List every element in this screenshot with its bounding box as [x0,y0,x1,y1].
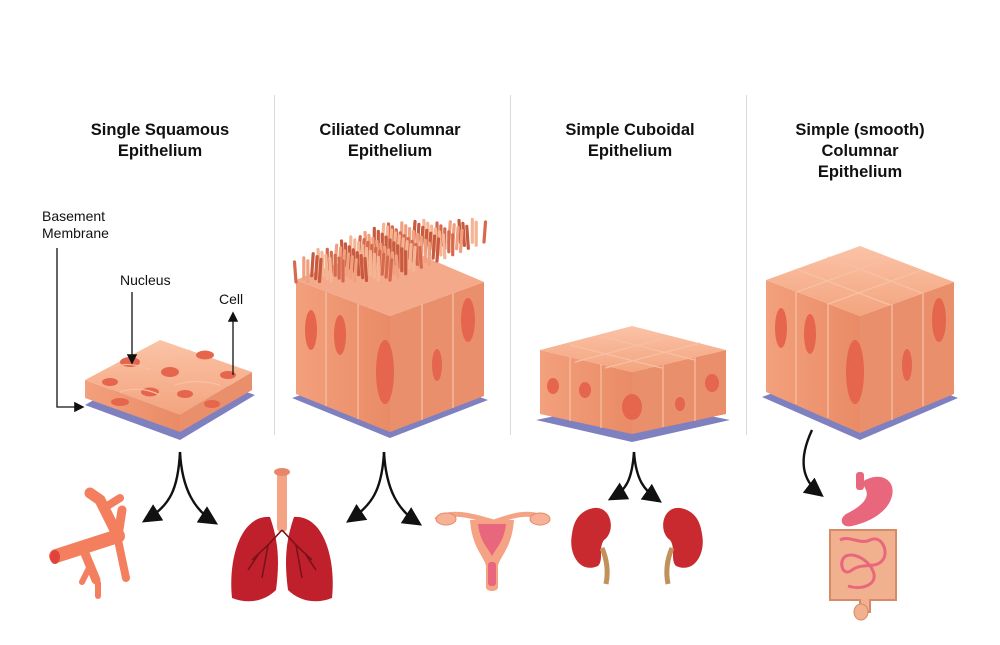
cilia-strands [292,217,488,284]
title-ciliated-line2: Epithelium [347,142,433,160]
arrow-to-kidney-left [607,451,636,501]
kidney-right-icon [663,507,703,585]
ciliated-columnar-tissue [292,242,488,438]
smooth-nuclei [775,298,946,404]
intestines-icon [829,472,897,621]
cilium [482,220,488,244]
label-basement-membrane: Basement Membrane [42,208,109,242]
cilium [353,258,358,283]
annotation-pointers [56,248,239,413]
cilium [437,230,443,257]
title-squamous: Single Squamous Epithelium [60,120,260,162]
blood-vessel-opening [50,550,60,564]
cuboidal-top-face [540,326,726,372]
cilium [380,252,386,276]
cilium [359,254,365,280]
ciliated-nuclei [305,298,475,404]
title-smooth-line3: Epithelium [817,163,903,181]
cilium [411,245,417,273]
title-cuboidal-line2: Epithelium [587,142,673,160]
cilium [455,226,460,251]
ciliated-front-face [296,280,390,432]
label-basement-line2: Membrane [42,225,109,241]
cilium [441,233,447,260]
cilium [349,255,354,280]
cilium [314,255,319,281]
squamous-front-face [85,380,180,432]
cilium [384,255,390,279]
title-smooth-columnar: Simple (smooth) Columnar Epithelium [760,120,960,183]
divider-3 [746,95,747,435]
kidney-left-icon [571,507,611,585]
cilium [435,237,441,263]
lungs-icon [231,468,333,602]
title-squamous-line2: Epithelium [117,142,203,160]
squamous-tissue [85,340,255,440]
title-smooth-line2: Columnar [821,142,899,160]
cilium [328,256,333,283]
label-cell: Cell [219,291,244,307]
arrow-to-blood-vessel [141,451,182,523]
cilium [394,254,400,279]
title-ciliated-line1: Ciliated Columnar [319,121,461,139]
cilium [418,245,423,269]
divider-2 [510,95,511,435]
smooth-top-face [766,246,954,316]
title-cuboidal: Simple Cuboidal Epithelium [530,120,730,162]
title-cuboidal-line1: Simple Cuboidal [565,121,695,139]
cilium [292,260,298,284]
label-nucleus: Nucleus [120,272,171,288]
arrow-to-kidney-right [632,451,662,503]
cilium [431,234,437,260]
smooth-front-face [766,280,860,433]
cilium [324,253,329,280]
cilium [408,243,413,270]
ciliated-cell-borders [325,292,454,420]
cilium [461,221,466,247]
blood-vessel-icon [49,487,130,599]
cilium [363,256,369,283]
cilium [310,252,315,278]
cuboidal-nuclei [547,374,719,420]
uterus-icon [434,511,551,591]
label-basement-line1: Basement [42,208,106,224]
cilium [345,252,350,277]
arrow-to-fallopian [346,451,386,523]
cilium [390,251,396,276]
title-smooth-line1: Simple (smooth) [795,121,925,139]
arrow-to-intestines [802,429,824,497]
arrow-to-lungs [178,451,219,525]
organ-arrows [141,429,824,526]
cilium [465,224,470,250]
smooth-columnar-tissue [762,246,958,440]
divider-1 [274,95,275,435]
cilium [458,228,464,254]
cilium [317,257,323,284]
cilium [320,250,325,277]
cuboidal-cell-borders [569,335,701,428]
cuboidal-right-face [632,350,726,434]
cilium [388,258,394,282]
smooth-cell-borders [795,256,924,420]
title-ciliated-columnar: Ciliated Columnar Epithelium [290,120,490,162]
cilium [355,251,361,277]
arrow-to-uterus [382,451,423,526]
title-squamous-line1: Single Squamous [90,121,230,139]
cuboidal-tissue [536,326,730,442]
